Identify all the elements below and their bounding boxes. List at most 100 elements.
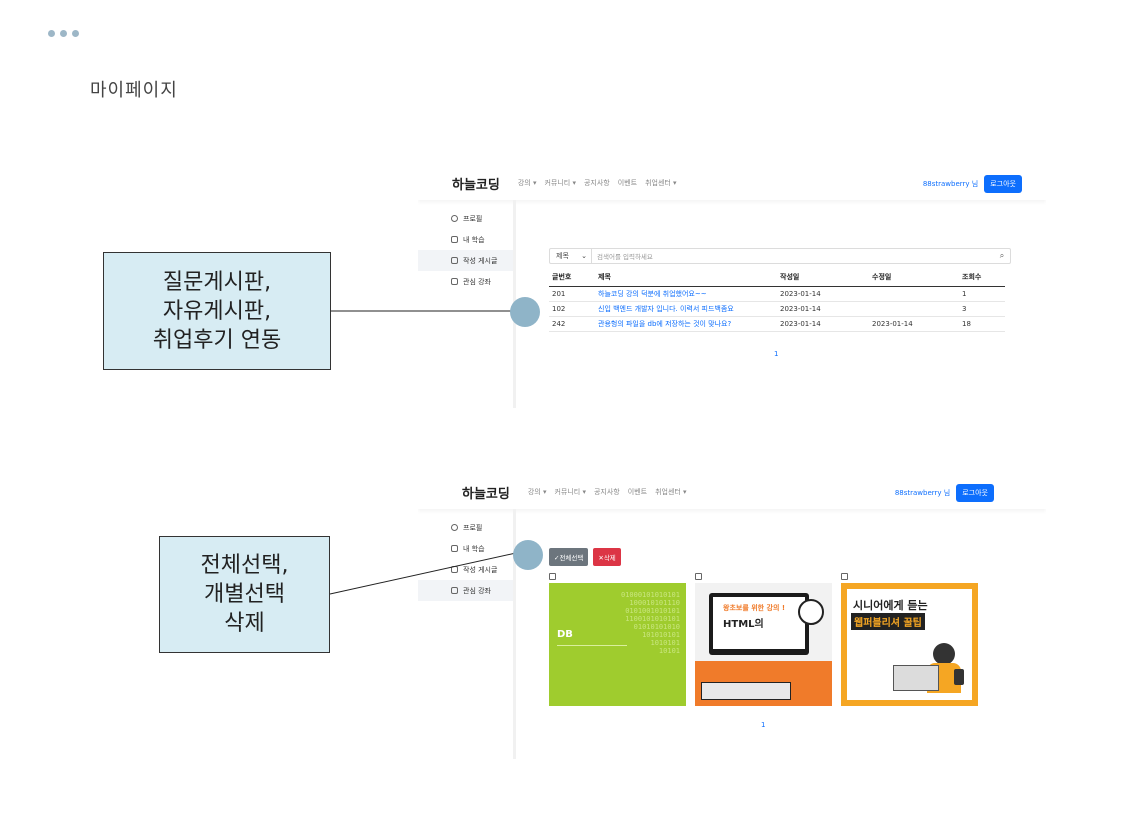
- card-checkbox[interactable]: [549, 573, 556, 580]
- table-row[interactable]: 242 관용헝의 파일을 db에 저장하는 것이 맞나요? 2023-01-14…: [549, 316, 1005, 332]
- menu-item-community[interactable]: 커뮤니티 ▾: [554, 488, 586, 496]
- pagination-page[interactable]: 1: [761, 721, 766, 729]
- laptop-illustration: [893, 665, 939, 691]
- course-thumbnail[interactable]: 01000101010101 100010101110 010100101010…: [549, 583, 686, 706]
- sidebar-item-my-posts[interactable]: 작성 게시글: [418, 250, 513, 271]
- navbar: 하늘코딩 강의 ▾ 커뮤니티 ▾ 공지사항 이벤트 취업센터 ▾ 88straw…: [418, 166, 1046, 200]
- edit-icon: [451, 257, 458, 264]
- course-card[interactable]: 01000101010101 100010101110 010100101010…: [549, 573, 686, 706]
- menu-item-lecture[interactable]: 강의 ▾: [517, 179, 537, 187]
- table-row[interactable]: 201 하늘코딩 강의 덕분에 취업했어요~~ 2023-01-14 1: [549, 286, 1005, 302]
- pagination-page[interactable]: 1: [774, 350, 779, 358]
- post-title-link[interactable]: 하늘코딩 강의 덕분에 취업했어요~~: [595, 286, 777, 302]
- sidebar: 프로필 내 학습 작성 게시글 관심 강좌: [418, 509, 516, 759]
- marker-dot-icon: [513, 540, 543, 570]
- search-icon[interactable]: ⌕: [999, 251, 1005, 260]
- column-header: 제목: [595, 269, 777, 287]
- sidebar-item-label: 내 학습: [463, 235, 485, 244]
- edit-icon: [451, 566, 458, 573]
- course-thumbnail[interactable]: 시니어에게 듣는 웹퍼블리셔 꿀팁: [841, 583, 978, 706]
- callout-board-link: 질문게시판, 자유게시판, 취업후기 연동: [103, 252, 331, 370]
- column-header: 작성일: [777, 269, 869, 287]
- sidebar-item-my-learning[interactable]: 내 학습: [418, 538, 513, 559]
- callout-line: 삭제: [224, 611, 265, 636]
- logout-button[interactable]: 로그아웃: [984, 175, 1022, 193]
- select-all-button[interactable]: ✓전체선택: [549, 548, 589, 566]
- post-updated: 2023-01-14: [869, 316, 959, 332]
- sidebar-item-profile[interactable]: 프로필: [418, 208, 513, 229]
- posts-table: 글번호 제목 작성일 수정일 조회수 201 하늘코딩 강의 덕분에 취업했어요…: [549, 269, 1005, 332]
- course-card[interactable]: 왕초보를 위한 강의 ! HTML의: [695, 573, 832, 706]
- menu-item-community[interactable]: 커뮤니티 ▾: [544, 179, 576, 187]
- menu-item-notice[interactable]: 공지사항: [593, 488, 620, 496]
- post-title-link[interactable]: 신입 백엔드 개발자 입니다. 이력서 피드백좀요: [595, 301, 777, 317]
- book-icon: [451, 545, 458, 552]
- sidebar-item-label: 프로필: [463, 214, 483, 223]
- thumbnail-divider: [557, 645, 627, 655]
- search-type-select[interactable]: 제목 ⌄: [550, 249, 592, 263]
- board-screenshot: 하늘코딩 강의 ▾ 커뮤니티 ▾ 공지사항 이벤트 취업센터 ▾ 88straw…: [418, 166, 1046, 408]
- sidebar-item-interest[interactable]: 관심 강좌: [418, 271, 513, 292]
- sidebar-item-label: 관심 강좌: [463, 277, 491, 286]
- callout-line: 취업후기 연동: [152, 327, 282, 353]
- window-dots: [48, 30, 79, 37]
- course-card[interactable]: 시니어에게 듣는 웹퍼블리셔 꿀팁: [841, 573, 978, 706]
- sidebar: 프로필 내 학습 작성 게시글 관심 강좌: [418, 200, 516, 408]
- delete-button[interactable]: ✕삭제: [593, 548, 621, 566]
- menu-item-event[interactable]: 이벤트: [627, 488, 648, 496]
- dot-icon: [72, 30, 79, 37]
- sidebar-item-label: 관심 강좌: [463, 586, 491, 595]
- monitor-illustration: 왕초보를 위한 강의 ! HTML의: [709, 593, 809, 655]
- user-circle-icon: [451, 524, 458, 531]
- card-checkbox[interactable]: [841, 573, 848, 580]
- thumbnail-subtitle: HTML의: [723, 619, 764, 630]
- user-circle-icon: [451, 215, 458, 222]
- user-area: 88strawberry 님 로그아웃: [895, 484, 994, 502]
- post-number: 102: [549, 301, 595, 317]
- thumbnail-title: DB: [557, 629, 573, 640]
- menu-item-event[interactable]: 이벤트: [617, 179, 638, 187]
- table-row[interactable]: 102 신입 백엔드 개발자 입니다. 이력서 피드백좀요 2023-01-14…: [549, 301, 1005, 317]
- post-views: 3: [959, 301, 1005, 317]
- search-type-value: 제목: [556, 252, 569, 260]
- column-header: 수정일: [869, 269, 959, 287]
- brand-logo[interactable]: 하늘코딩: [452, 177, 500, 193]
- main-menu: 강의 ▾ 커뮤니티 ▾ 공지사항 이벤트 취업센터 ▾: [528, 487, 687, 497]
- callout-line: 개별선택: [204, 582, 285, 607]
- logout-button[interactable]: 로그아웃: [956, 484, 994, 502]
- user-name-link[interactable]: 88strawberry 님: [894, 489, 951, 497]
- callout-select-delete: 전체선택, 개별선택 삭제: [159, 536, 330, 653]
- post-views: 1: [959, 286, 1005, 302]
- menu-item-career[interactable]: 취업센터 ▾: [645, 179, 677, 187]
- card-checkbox[interactable]: [695, 573, 702, 580]
- sidebar-item-my-posts[interactable]: 작성 게시글: [418, 559, 513, 580]
- thumbnail-panel: 시니어에게 듣는 웹퍼블리셔 꿀팁: [847, 589, 972, 700]
- menu-item-notice[interactable]: 공지사항: [583, 179, 610, 187]
- menu-item-career[interactable]: 취업센터 ▾: [655, 488, 687, 496]
- bookmark-icon: [451, 278, 458, 285]
- course-thumbnail[interactable]: 왕초보를 위한 강의 ! HTML의: [695, 583, 832, 706]
- dot-icon: [48, 30, 55, 37]
- post-title-link[interactable]: 관용헝의 파일을 db에 저장하는 것이 맞나요?: [595, 316, 777, 332]
- sidebar-item-my-learning[interactable]: 내 학습: [418, 229, 513, 250]
- post-updated: [869, 286, 959, 302]
- search-bar: 제목 ⌄ 검색어를 입력하세요 ⌕: [549, 248, 1011, 264]
- keyboard-illustration: [701, 682, 791, 700]
- callout-line: 질문게시판,: [162, 269, 272, 295]
- marker-dot-icon: [510, 297, 540, 327]
- sidebar-item-label: 프로필: [463, 523, 483, 532]
- post-created: 2023-01-14: [777, 301, 869, 317]
- post-number: 201: [549, 286, 595, 302]
- sidebar-item-interest[interactable]: 관심 강좌: [418, 580, 513, 601]
- search-input[interactable]: 검색어를 입력하세요: [597, 253, 653, 261]
- thumbnail-subtitle: 웹퍼블리셔 꿀팁: [851, 613, 925, 630]
- menu-item-lecture[interactable]: 강의 ▾: [527, 488, 547, 496]
- sidebar-item-label: 내 학습: [463, 544, 485, 553]
- sidebar-item-profile[interactable]: 프로필: [418, 517, 513, 538]
- binary-pattern: 01000101010101 100010101110 010100101010…: [620, 591, 680, 655]
- sidebar-item-label: 작성 게시글: [463, 256, 498, 265]
- brand-logo[interactable]: 하늘코딩: [462, 486, 510, 502]
- user-name-link[interactable]: 88strawberry 님: [922, 180, 979, 188]
- chevron-down-icon: ⌄: [581, 252, 587, 260]
- page-title: 마이페이지: [90, 80, 178, 101]
